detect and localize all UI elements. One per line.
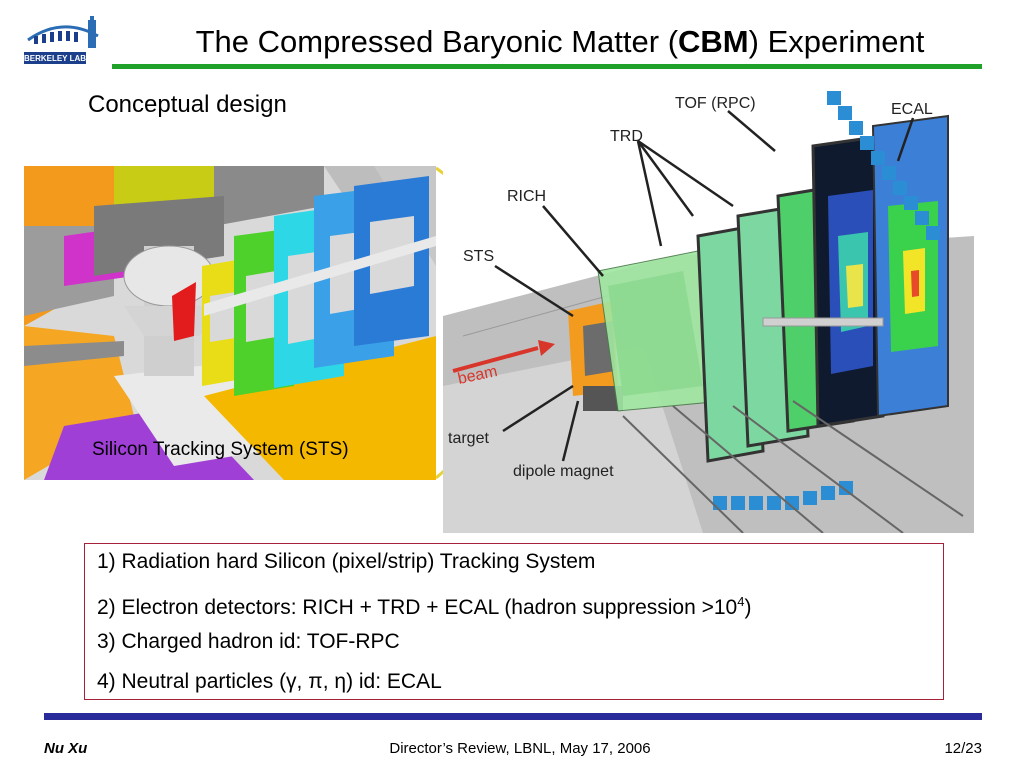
title-prefix: The Compressed Baryonic Matter (: [195, 24, 679, 59]
label-sts: STS: [463, 248, 494, 265]
title-bold: CBM: [678, 24, 749, 59]
slide-title: The Compressed Baryonic Matter (CBM) Exp…: [120, 22, 1000, 62]
detector-overview-image: TOF (RPC) ECAL TRD RICH STS beam target …: [443, 86, 974, 533]
title-underline: [112, 64, 982, 69]
footer-author: Nu Xu: [44, 740, 88, 757]
summary-box: 1) Radiation hard Silicon (pixel/strip) …: [84, 543, 944, 700]
bullet-2: 2) Electron detectors: RICH + TRD + ECAL…: [97, 589, 751, 621]
footer-rule: [44, 713, 982, 720]
bullet-2-exponent: 4: [737, 594, 745, 609]
label-ecal: ECAL: [891, 101, 933, 118]
sts-caption: Silicon Tracking System (STS): [92, 439, 349, 460]
bullet-3: 3) Charged hadron id: TOF-RPC: [97, 630, 400, 653]
bullet-2-text: 2) Electron detectors: RICH + TRD + ECAL…: [97, 596, 738, 619]
label-tof: TOF (RPC): [675, 95, 756, 112]
bullet-4: 4) Neutral particles (γ, π, η) id: ECAL: [97, 670, 442, 693]
bullet-1: 1) Radiation hard Silicon (pixel/strip) …: [97, 550, 596, 573]
label-rich: RICH: [507, 188, 546, 205]
bullet-2-tail: ): [744, 596, 752, 619]
subtitle: Conceptual design: [88, 91, 287, 118]
page-number: 12/23: [944, 740, 982, 757]
label-target: target: [448, 430, 489, 447]
sts-closeup-image: [24, 166, 436, 480]
logo-text: BERKELEY LAB: [24, 54, 86, 63]
label-trd: TRD: [610, 128, 643, 145]
label-dipole-magnet: dipole magnet: [513, 463, 614, 480]
berkeley-lab-logo: BERKELEY LAB: [22, 14, 114, 72]
title-suffix: ) Experiment: [748, 24, 925, 59]
footer-event: Director’s Review, LBNL, May 17, 2006: [389, 740, 651, 757]
